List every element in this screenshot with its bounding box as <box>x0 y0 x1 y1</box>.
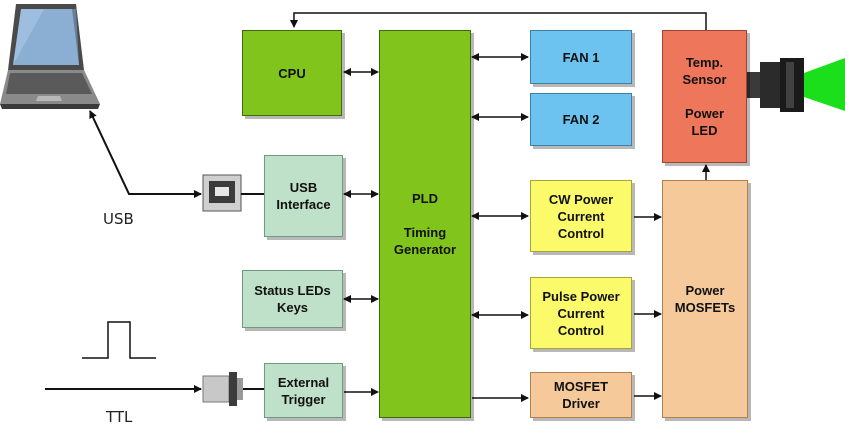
pld-timing-generator-block: PLD Timing Generator <box>379 30 471 418</box>
pulse-power-current-control-block: Pulse Power Current Control <box>530 277 632 349</box>
ttl-pulse-icon <box>82 321 156 359</box>
mosfet-driver-block: MOSFET Driver <box>530 372 632 418</box>
usb-connector-icon <box>202 174 242 212</box>
bnc-connector-icon <box>202 372 243 406</box>
cpu-block: CPU <box>242 30 342 116</box>
cw-power-current-control-block: CW Power Current Control <box>530 180 632 252</box>
ttl-label: TTL <box>106 408 133 426</box>
power-mosfets-block: Power MOSFETs <box>662 180 748 418</box>
laptop-icon <box>0 4 100 109</box>
fan2-block: FAN 2 <box>530 93 632 146</box>
external-trigger-block: External Trigger <box>264 363 343 418</box>
fan1-block: FAN 1 <box>530 30 632 84</box>
usb-interface-block: USB Interface <box>264 155 343 237</box>
status-leds-keys-block: Status LEDs Keys <box>242 270 343 328</box>
laser-diode-icon <box>746 58 845 112</box>
usb-label: USB <box>103 210 134 228</box>
temp-sensor-power-led-block: Temp. Sensor Power LED <box>662 30 747 163</box>
